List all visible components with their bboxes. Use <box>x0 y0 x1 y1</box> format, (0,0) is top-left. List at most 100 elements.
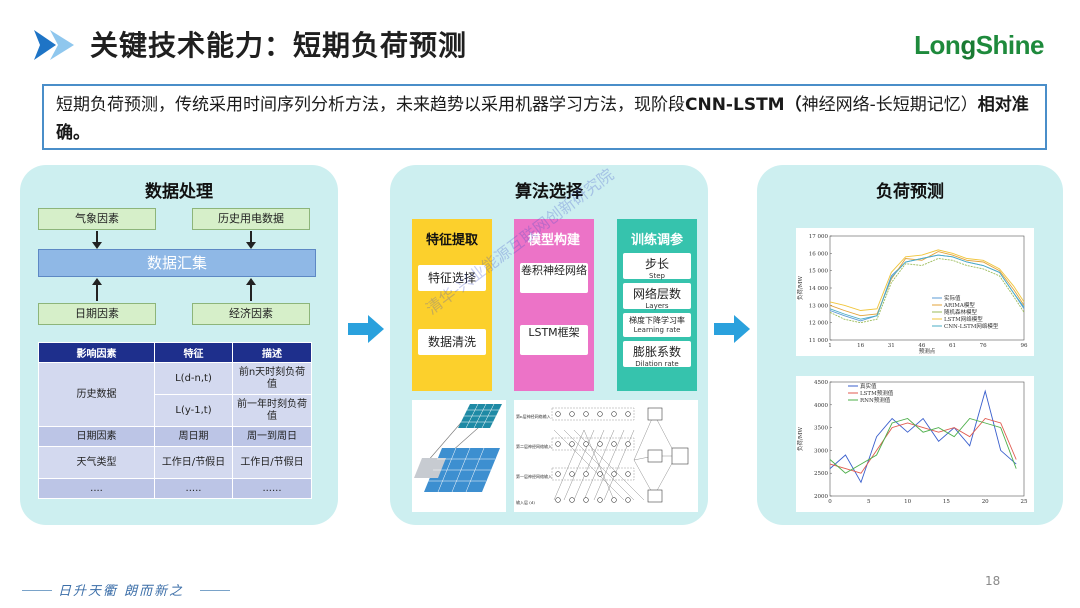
legend-label: 随机森林模型 <box>944 308 978 316</box>
column-title: 训练调参 <box>630 233 683 248</box>
factor-table: 影响因素 特征 描述 历史数据 L(d-n,t) 前n天时刻负荷值 L(y-1,… <box>38 342 312 499</box>
y-tick-label: 16 000 <box>809 251 829 257</box>
svg-text:第二层神经网络输入: 第二层神经网络输入 <box>516 443 552 449</box>
legend-label: ARIMA模型 <box>943 301 975 309</box>
series-line <box>829 417 1017 474</box>
lstm-card: LSTM框架 <box>520 325 588 355</box>
x-tick-label: 1 <box>828 343 832 349</box>
param-sub: Dilation rate <box>635 360 679 368</box>
x-tick-label: 46 <box>918 343 925 349</box>
x-tick-label: 31 <box>888 343 895 349</box>
legend-label: LSTM预测值 <box>860 389 894 397</box>
series-line <box>829 389 1017 484</box>
feature-select-card: 特征选择 <box>418 265 486 291</box>
table-cell: 工作日/节假日 <box>232 446 312 479</box>
x-tick-label: 5 <box>867 499 871 505</box>
model-build-column: 模型构建 卷积神经网络 LSTM框架 <box>514 219 594 391</box>
intro-text: 短期负荷预测，传统采用时间序列分析方法，未来趋势以采用机器学习方法，现阶段 <box>56 95 685 115</box>
source-date: 日期因素 <box>38 303 156 325</box>
y-tick-label: 15 000 <box>809 269 829 275</box>
y-tick-label: 2000 <box>814 494 828 500</box>
table-cell: L(y-1,t) <box>154 394 233 427</box>
panel-title: 数据处理 <box>145 182 213 202</box>
table-cell: 周一到周日 <box>232 426 312 447</box>
page-title: 关键技术能力：短期负荷预测 <box>90 29 468 62</box>
y-tick-label: 3000 <box>814 448 828 454</box>
table-cell: 前n天时刻负荷值 <box>232 362 312 395</box>
table-cell: 日期因素 <box>38 426 155 447</box>
table-cell: ...... <box>232 478 312 499</box>
table-header: 影响因素 <box>38 342 155 363</box>
up-arrow-icon <box>246 278 256 301</box>
step-card: 步长 Step <box>623 253 691 280</box>
intro-model: CNN-LSTM（ <box>685 95 802 115</box>
series-line <box>829 251 1025 317</box>
legend-label: 实际值 <box>944 294 961 302</box>
param-label: 步长 <box>644 257 669 271</box>
x-tick-label: 76 <box>980 343 987 349</box>
y-tick-label: 4500 <box>814 380 828 386</box>
footer-rule <box>200 590 230 591</box>
table-header-row: 影响因素 特征 描述 <box>38 342 312 363</box>
panel-title: 算法选择 <box>515 182 583 202</box>
source-economy: 经济因素 <box>192 303 310 325</box>
down-arrow-icon <box>92 231 102 249</box>
source-weather: 气象因素 <box>38 208 156 230</box>
param-sub: Step <box>649 272 665 280</box>
param-sub: Learning rate <box>633 326 681 334</box>
series-line <box>829 417 1017 474</box>
intro-conclusion: 相对准确。 <box>56 95 1029 143</box>
x-tick-label: 10 <box>904 499 911 505</box>
x-axis-label: 预测点 <box>919 347 936 355</box>
series-line <box>829 258 1025 324</box>
legend-label: LSTM网络模型 <box>944 315 983 323</box>
series-line <box>829 249 1025 311</box>
x-tick-label: 15 <box>943 499 950 505</box>
series-line <box>829 254 1025 320</box>
param-label: 网络层数 <box>632 287 681 301</box>
table-cell: 天气类型 <box>38 446 155 479</box>
plot-frame <box>829 381 1025 497</box>
training-column: 训练调参 步长 Step 网络层数 Layers 梯度下降学习率 Learnin… <box>617 219 697 391</box>
dilation-card: 膨胀系数 Dilation rate <box>623 341 691 368</box>
legend-label: 真实值 <box>860 382 877 390</box>
x-tick-label: 96 <box>1021 343 1028 349</box>
table-row: 历史数据 L(d-n,t) 前n天时刻负荷值 <box>38 362 312 427</box>
feature-extraction-column: 特征提取 特征选择 数据清洗 <box>412 219 492 391</box>
x-tick-label: 25 <box>1021 499 1028 505</box>
page-number: 18 <box>985 574 1001 588</box>
table-row: .... ..... ...... <box>38 478 312 499</box>
intro-box: 短期负荷预测，传统采用时间序列分析方法，未来趋势以采用机器学习方法，现阶段CNN… <box>42 84 1047 150</box>
table-row: 日期因素 周日期 周一到周日 <box>38 426 312 447</box>
y-axis-label: 负荷/MW <box>796 276 804 300</box>
up-arrow-icon <box>92 278 102 301</box>
learning-rate-card: 梯度下降学习率 Learning rate <box>623 313 691 337</box>
table-header: 特征 <box>154 342 233 363</box>
data-aggregate: 数据汇集 <box>38 249 316 277</box>
x-tick-label: 61 <box>949 343 956 349</box>
y-tick-label: 12 000 <box>809 321 829 327</box>
table-row: 天气类型 工作日/节假日 工作日/节假日 <box>38 446 312 479</box>
y-tick-label: 3500 <box>814 426 828 432</box>
table-cell: .... <box>38 478 155 499</box>
series-line <box>829 254 1025 322</box>
y-tick-label: 4000 <box>814 403 828 409</box>
y-tick-label: 11 000 <box>809 338 829 344</box>
param-sub: Layers <box>645 302 669 310</box>
table-cell: 工作日/节假日 <box>154 446 233 479</box>
param-label: 梯度下降学习率 <box>629 316 685 325</box>
cnn-card: 卷积神经网络 <box>520 263 588 293</box>
panel-title: 负荷预测 <box>876 182 944 202</box>
column-title: 模型构建 <box>527 233 580 248</box>
x-tick-label: 16 <box>857 343 864 349</box>
x-tick-label: 20 <box>982 499 989 505</box>
table-header: 描述 <box>232 342 312 363</box>
y-tick-label: 17 000 <box>809 234 829 240</box>
table-cell: 前一年时刻负荷值 <box>232 394 312 427</box>
legend-label: RNN预测值 <box>860 396 891 404</box>
table-cell: 历史数据 <box>38 362 155 427</box>
x-tick-label: 0 <box>828 499 832 505</box>
table-cell: ..... <box>154 478 233 499</box>
svg-text:输入层 (d): 输入层 (d) <box>516 499 535 505</box>
